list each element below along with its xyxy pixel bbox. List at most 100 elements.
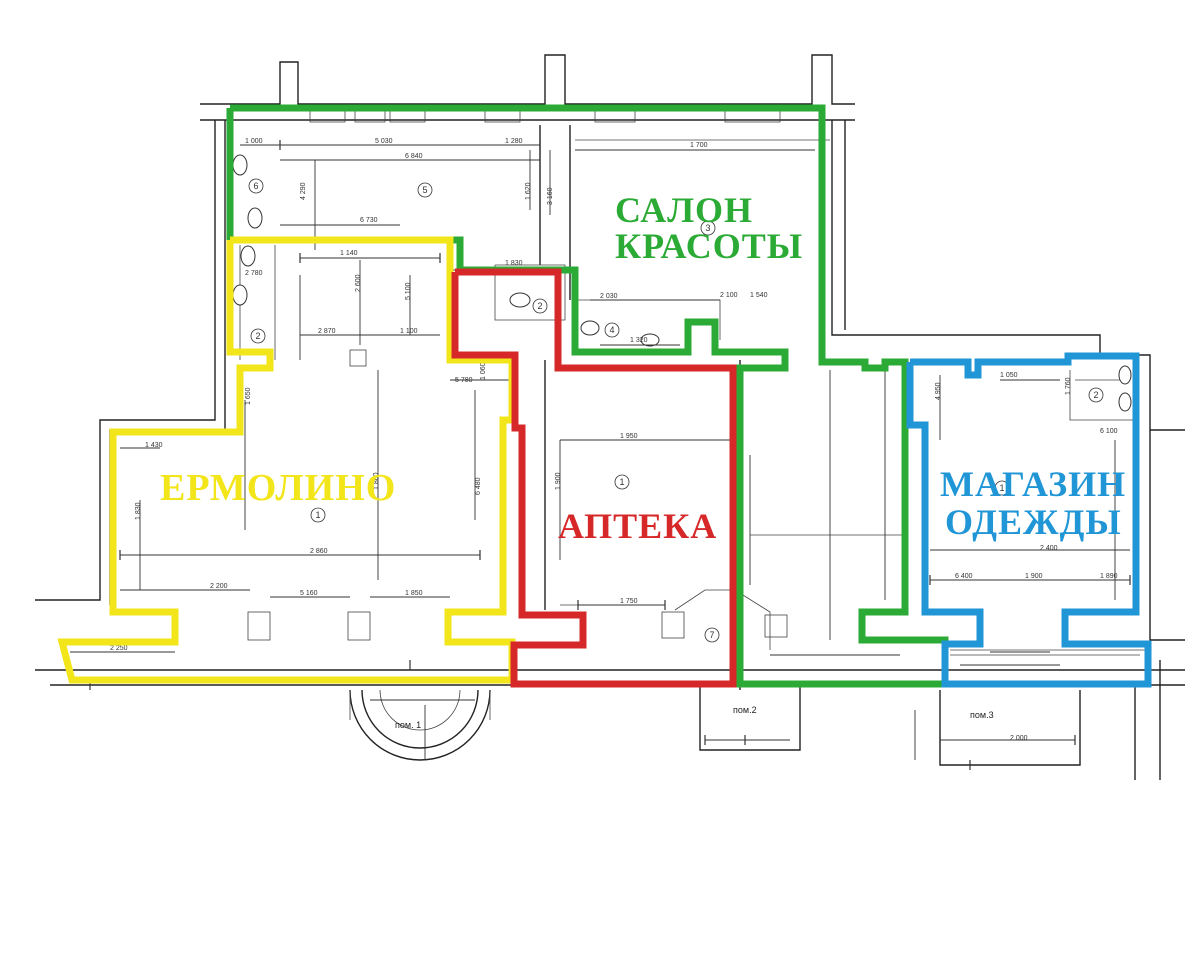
dimension-label: 5 030 (375, 138, 393, 145)
dimension-label: 3 160 (547, 187, 554, 205)
room-number-marker: 3 (700, 220, 716, 236)
salon-label-line-1: САЛОН (615, 190, 753, 230)
sanitary-fixtures (232, 154, 1132, 412)
dimension-label: 1 100 (400, 328, 418, 335)
dimension-label: 1 860 (373, 472, 380, 490)
magazin-zone-outline (906, 352, 1152, 688)
dimension-label: 5 780 (455, 377, 473, 384)
dimension-label: 6 840 (405, 153, 423, 160)
premise-label-1: пом. 1 (395, 720, 421, 730)
dimension-label: 1 900 (1025, 573, 1043, 580)
dimension-label: 2 000 (1010, 735, 1028, 742)
room-number: 2 (537, 301, 542, 311)
dimension-label: 1 320 (630, 337, 648, 344)
dimension-label: 6 730 (360, 217, 378, 224)
dimension-label: 1 650 (245, 387, 252, 405)
ermolino-zone-outline (57, 236, 516, 684)
dimension-label: 1 950 (620, 433, 638, 440)
room-number-marker: 2 (250, 328, 266, 344)
premise-label-3: пом.3 (970, 710, 994, 720)
room-number-marker: 1 (994, 480, 1010, 496)
toilet-icon (1118, 392, 1132, 412)
salon-zone-outline (226, 104, 949, 688)
toilet-icon (509, 292, 531, 308)
room-number-marker: 1 (614, 474, 630, 490)
room-number: 4 (609, 325, 614, 335)
dimension-label: 2 030 (600, 293, 618, 300)
room-number: 1 (999, 483, 1004, 493)
room-number-marker: 1 (310, 507, 326, 523)
dimension-label: 1 700 (690, 142, 708, 149)
dimension-label: 1 760 (1065, 377, 1072, 395)
dimension-label: 1 850 (405, 590, 423, 597)
ermolino-label-line-1: ЕРМОЛИНО (160, 467, 396, 509)
dimension-label: 1 430 (145, 442, 163, 449)
room-number-marker: 2 (532, 298, 548, 314)
dimension-label: 2 400 (1040, 545, 1058, 552)
toilet-icon (1118, 365, 1132, 385)
dimension-label: 6 400 (955, 573, 973, 580)
dimension-label: 1 280 (505, 138, 523, 145)
dimension-label: 1 750 (620, 598, 638, 605)
dimension-label: 2 780 (245, 270, 263, 277)
room-number-marker: 2 (1088, 387, 1104, 403)
room-number: 3 (705, 223, 710, 233)
toilet-icon (232, 284, 248, 306)
toilet-icon (580, 320, 600, 336)
apteka-zone-outline (451, 268, 737, 688)
dimension-label: 2 860 (310, 548, 328, 555)
apteka-label-line-1: АПТЕКА (558, 506, 717, 546)
dimension-label: 6 480 (475, 477, 482, 495)
room-number: 1 (619, 477, 624, 487)
dimension-label: 1 830 (505, 260, 523, 267)
dimension-label: 1 000 (245, 138, 263, 145)
dimension-label: 5 100 (405, 282, 412, 300)
magazin-label-line-1: МАГАЗИН (940, 464, 1126, 504)
room-number: 1 (315, 510, 320, 520)
dimension-label: 4 290 (300, 182, 307, 200)
dimension-label: 1 050 (1000, 372, 1018, 379)
outer-walls (35, 54, 1185, 780)
dimension-label: 4 950 (935, 382, 942, 400)
dimension-label: 5 160 (300, 590, 318, 597)
toilet-icon (232, 154, 248, 176)
dimension-label: 2 100 (720, 292, 738, 299)
dimension-label: 1 900 (555, 472, 562, 490)
dimension-lines (70, 144, 1130, 760)
salon-label: САЛОН КРАСОТЫ (615, 190, 803, 266)
dimension-label: 1 890 (1100, 573, 1118, 580)
dimension-label: 2 600 (355, 274, 362, 292)
dimension-label: 6 100 (1100, 428, 1118, 435)
ermolino-label: ЕРМОЛИНО (160, 467, 396, 509)
dimension-label: 2 870 (318, 328, 336, 335)
room-number: 7 (709, 630, 714, 640)
dimension-label: 1 540 (750, 292, 768, 299)
dimension-label: 1 140 (340, 250, 358, 257)
room-number-marker: 6 (248, 178, 264, 194)
room-number-marker: 7 (704, 627, 720, 643)
premise-label-2: пом.2 (733, 705, 757, 715)
salon-label-line-2: КРАСОТЫ (615, 226, 803, 266)
entrance-porch (349, 689, 491, 761)
dimension-labels: 1 000 5 030 1 280 6 840 6 730 4 290 1 620 3 160… (110, 138, 1118, 742)
dimension-label: 2 200 (210, 583, 228, 590)
room-number-marker: 5 (417, 182, 433, 198)
dimension-label: 2 250 (110, 645, 128, 652)
room-number-marker: 4 (604, 322, 620, 338)
dimension-label: 1 060 (480, 362, 487, 380)
room-number: 6 (253, 181, 258, 191)
room-number: 2 (1093, 390, 1098, 400)
magazin-label-line-2: ОДЕЖДЫ (945, 502, 1122, 542)
toilet-icon (240, 245, 256, 267)
apteka-label: АПТЕКА (558, 506, 717, 546)
dimension-label: 1 620 (525, 182, 532, 200)
toilet-icon (247, 207, 263, 229)
dimension-ticks (89, 140, 1131, 770)
magazin-label: МАГАЗИН ОДЕЖДЫ (940, 464, 1126, 542)
toilet-icon (640, 333, 660, 347)
dimension-label: 1 830 (135, 502, 142, 520)
room-number: 2 (255, 331, 260, 341)
room-numbers: 5 6 3 2 4 1 1 7 1 2 2 (248, 178, 1104, 643)
room-number: 5 (422, 185, 427, 195)
